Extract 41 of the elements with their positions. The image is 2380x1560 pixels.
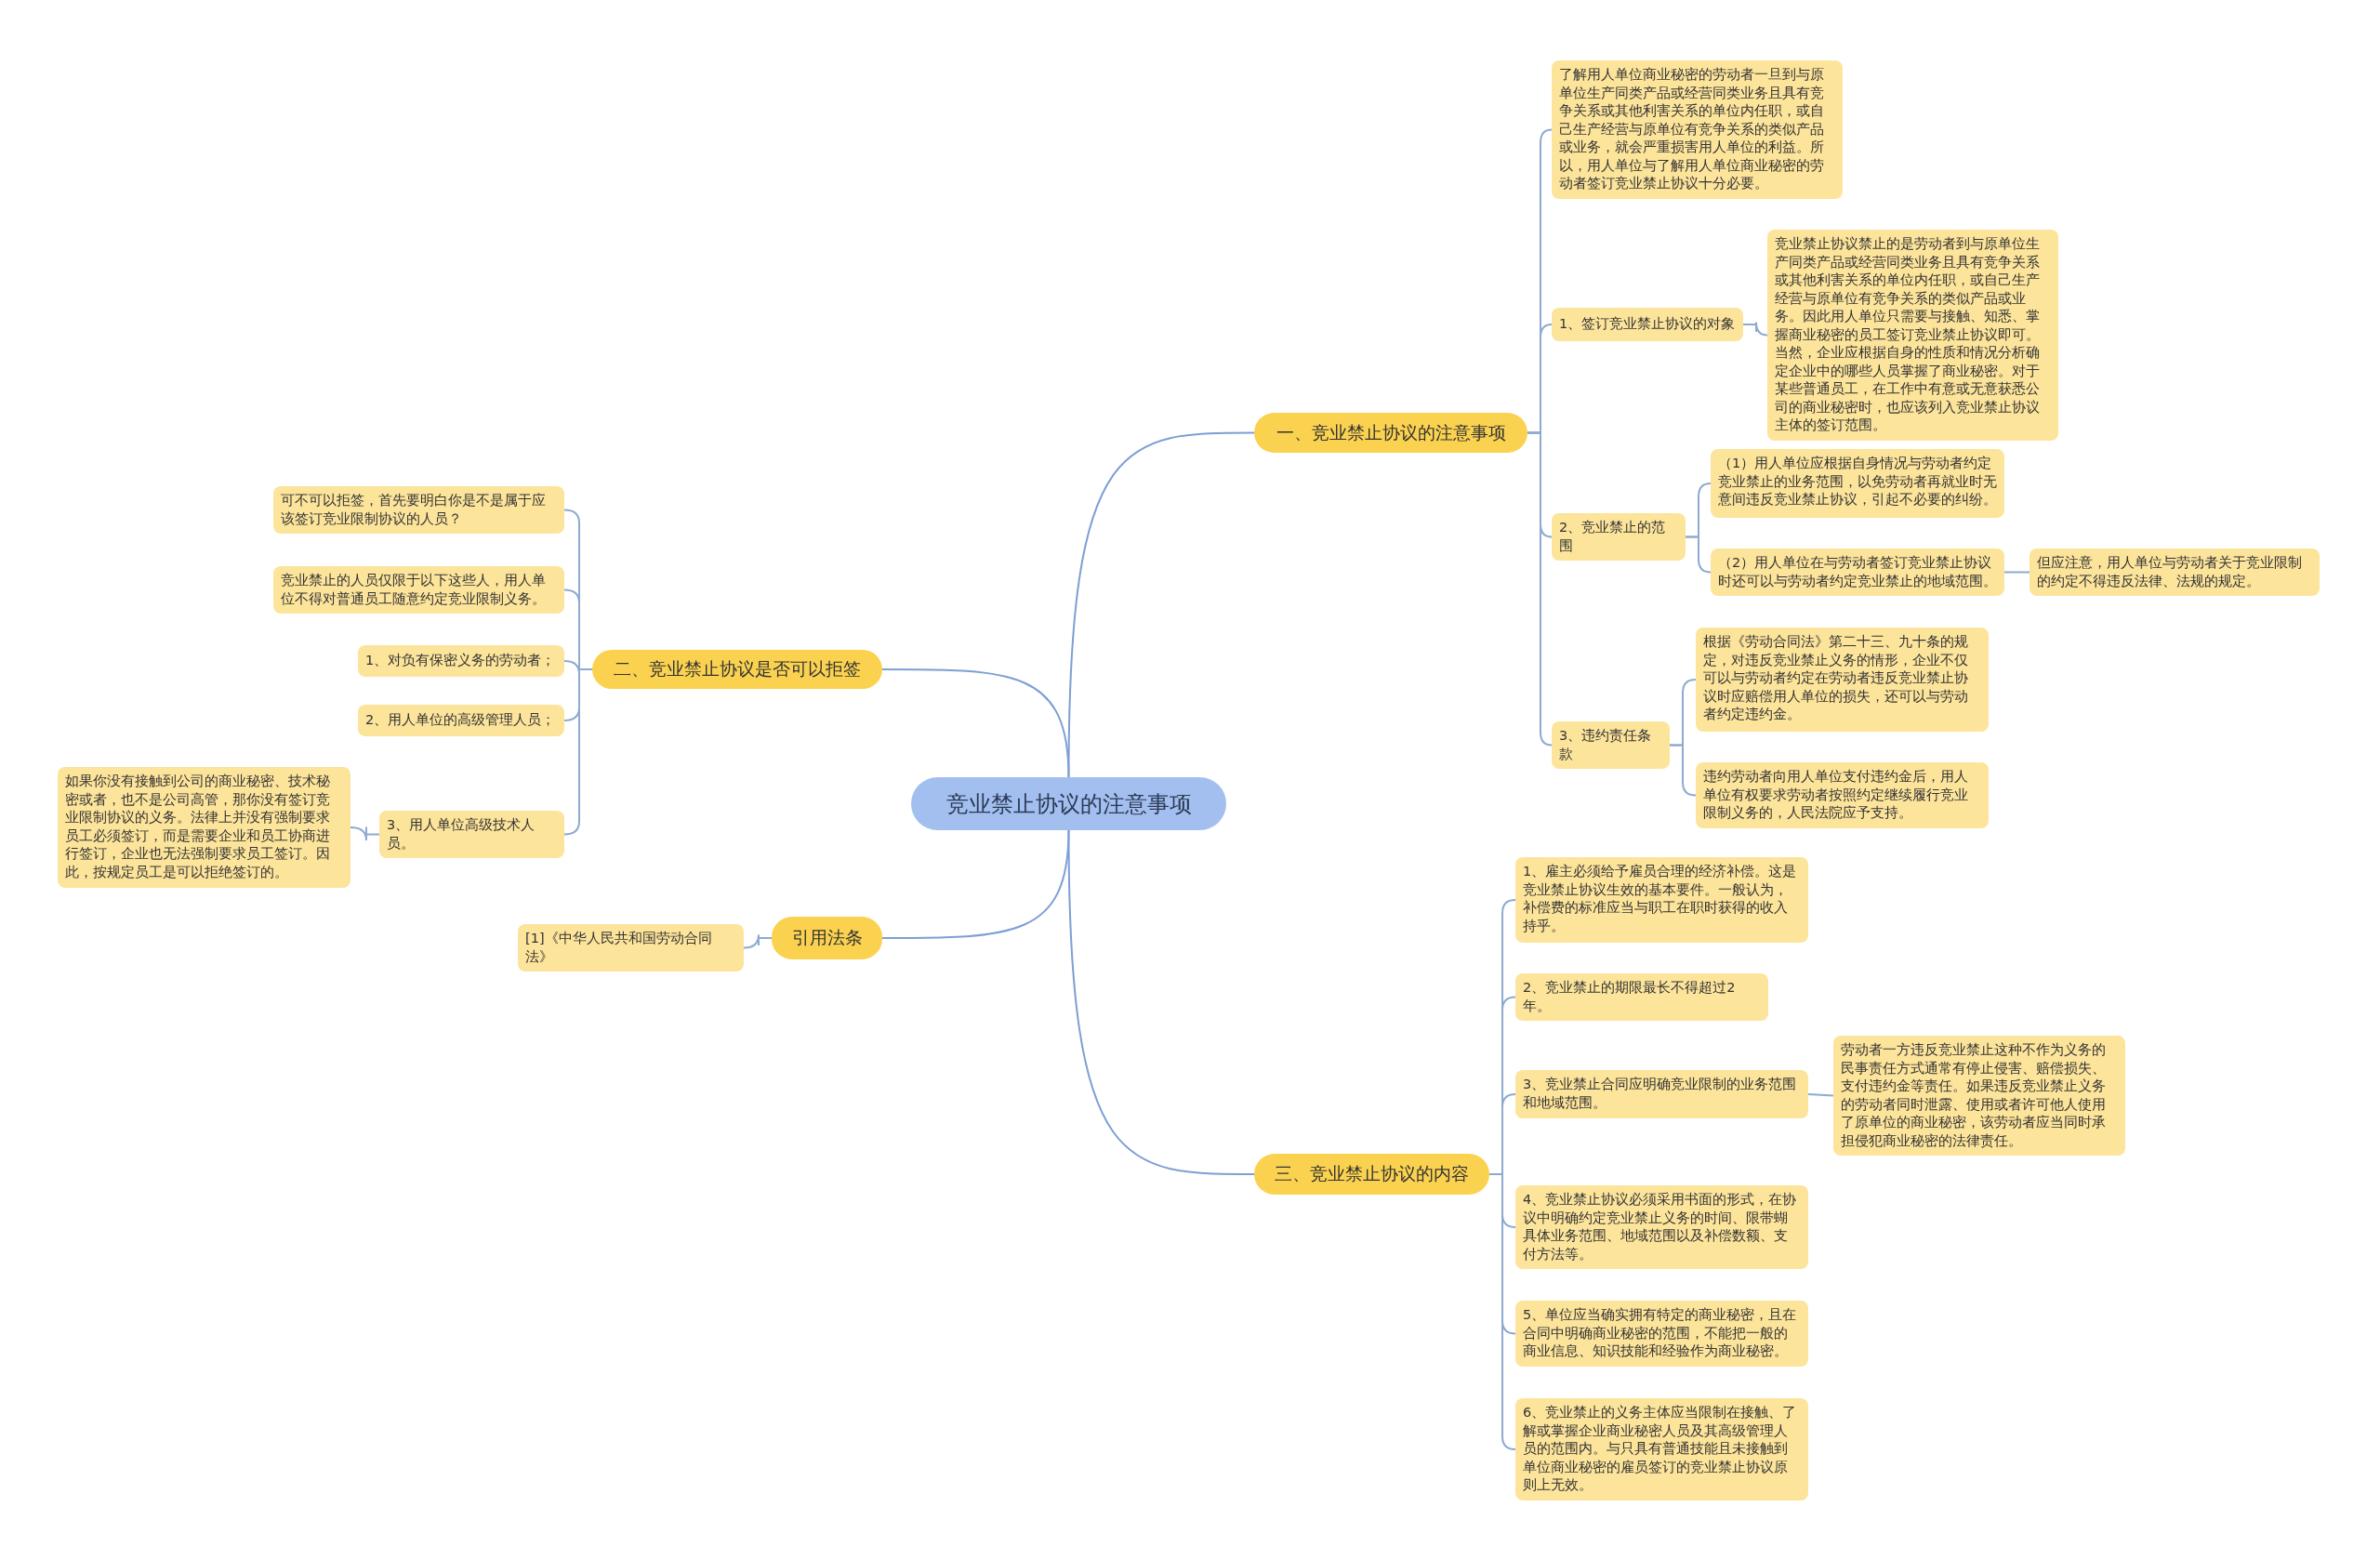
topic-box: 1、对负有保密义务的劳动者； <box>358 645 564 677</box>
topic-box: 3、用人单位高级技术人员。 <box>379 811 564 858</box>
connector-line <box>1807 1093 1834 1097</box>
note-box: 如果你没有接触到公司的商业秘密、技术秘密或者，也不是公司高管，那你没有签订竞业限制协议的义务。法律上并没有强制要求员工必须签订，而是需要企业和员工协商进行签订，企业也无法强制要求员工签订。因此，按规定员工是可以拒绝签订的。 <box>58 767 350 888</box>
topic-box: 2、竞业禁止的范围 <box>1552 513 1686 561</box>
connector-line <box>881 829 1070 939</box>
connector-line <box>1488 1173 1516 1450</box>
note-box: 根据《劳动合同法》第二十三、九十条的规定，对违反竞业禁止义务的情形，企业不仅可以与劳动者约定在劳动者违反竞业禁止协议时应赔偿用人单位的损失，还可以与劳动者约定违约金。 <box>1696 628 1989 732</box>
note-box: 竞业禁止协议禁止的是劳动者到与原单位生产同类产品或经营同类业务且具有竞争关系或其他利害关系的单位内任职，或自己生产经营与原单位有竞争关系的类似产品或业务。因此用人单位只需要与接触、知悉、掌握商业秘密的员工签订竞业禁止协议即可。当然，企业应根据自身的性质和情况分析确定企业中的哪些人员掌握了商业秘密。对于某些普通员工，在工作中有意或无意获悉公司的商业秘密时，也应该列入竞业禁止协议主体的签订范围。 <box>1767 230 2058 441</box>
connector-line <box>881 668 1070 778</box>
branch-topic: 三、竞业禁止协议的内容 <box>1254 1154 1489 1195</box>
connector-line <box>743 933 773 949</box>
connector-line <box>2003 571 2030 574</box>
topic-box: 3、违约责任条款 <box>1552 721 1670 769</box>
note-box: 4、竞业禁止协议必须采用书面的形式，在协议中明确约定竞业禁止义务的时间、限带蝴具体业务范围、地域范围以及补偿数额、支付方法等。 <box>1515 1185 1808 1269</box>
branch-topic: 一、竞业禁止协议的注意事项 <box>1254 413 1527 453</box>
connector-line <box>1669 744 1697 797</box>
note-box: 了解用人单位商业秘密的劳动者一旦到与原单位生产同类产品或经营同类业务且具有竞争关系或其他利害关系的单位内任职，或自己生产经营与原单位有竞争关系的类似产品或业务，就会严重损害用人单位的利益。所以，用人单位与了解用人单位商业秘密的劳动者签订竞业禁止协议十分必要。 <box>1552 60 1843 199</box>
connector-line <box>1527 431 1553 747</box>
connector-line <box>1067 829 1255 1175</box>
connector-line <box>350 826 380 841</box>
topic-box: 2、用人单位的高级管理人员； <box>358 705 564 736</box>
branch-topic: 二、竞业禁止协议是否可以拒签 <box>592 650 882 689</box>
note-box: （1）用人单位应根据自身情况与劳动者约定竞业禁止的业务范围，以免劳动者再就业时无意间违反竞业禁止协议，引起不必要的纠纷。 <box>1711 449 2004 518</box>
topic-box: 1、签订竞业禁止协议的对象 <box>1552 308 1743 341</box>
central-topic: 竞业禁止协议的注意事项 <box>911 777 1226 830</box>
topic-box: 2、竞业禁止的期限最长不得超过2年。 <box>1515 973 1768 1021</box>
note-box: 违约劳动者向用人单位支付违约金后，用人单位有权要求劳动者按照约定继续履行竞业限制义务的，人民法院应予支持。 <box>1696 762 1989 828</box>
note-box: （2）用人单位在与劳动者签订竞业禁止协议时还可以与劳动者约定竞业禁止的地域范围。 <box>1711 549 2004 596</box>
note-box: 竞业禁止的人员仅限于以下这些人，用人单位不得对普通员工随意约定竞业限制义务。 <box>273 566 564 614</box>
note-box: 但应注意，用人单位与劳动者关于竞业限制的约定不得违反法律、法规的规定。 <box>2030 549 2320 596</box>
note-box: 1、雇主必须给予雇员合理的经济补偿。这是竞业禁止协议生效的基本要件。一般认为，补偿费的标准应当与职工在职时获得的收入持乎。 <box>1515 857 1808 943</box>
note-box: 劳动者一方违反竞业禁止这种不作为义务的民事责任方式通常有停止侵害、赔偿损失、支付违约金等责任。如果违反竞业禁止义务的劳动者同时泄露、使用或者许可他人使用了原单位的商业秘密，该劳动者应当同时承担侵犯商业秘密的法律责任。 <box>1833 1036 2125 1156</box>
note-box: 3、竞业禁止合同应明确竞业限制的业务范围和地域范围。 <box>1515 1070 1808 1118</box>
branch-topic: 引用法条 <box>772 917 882 959</box>
note-box: 可不可以拒签，首先要明白你是不是属于应该签订竞业限制协议的人员？ <box>273 486 564 534</box>
topic-box: [1]《中华人民共和国劳动合同法》 <box>518 924 744 972</box>
connector-line <box>1742 321 1768 337</box>
connector-line <box>1685 535 1712 574</box>
note-box: 6、竞业禁止的义务主体应当限制在接触、了解或掌握企业商业秘密人员及其高级管理人员的范围内。与只具有普通技能且未接触到单位商业秘密的雇员签订的竞业禁止协议原则上无效。 <box>1515 1398 1808 1501</box>
note-box: 5、单位应当确实拥有特定的商业秘密，且在合同中明确商业秘密的范围，不能把一般的商业信息、知识技能和经验作为商业秘密。 <box>1515 1301 1808 1367</box>
